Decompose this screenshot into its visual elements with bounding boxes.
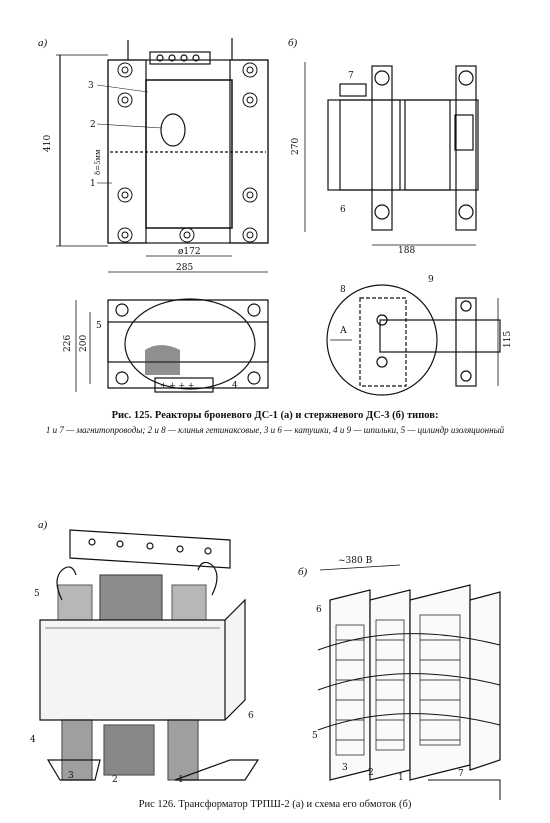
fig125-caption-title: Рис. 125. Реакторы броневого ДС-1 (а) и … xyxy=(111,410,439,421)
fig126-panel-a-label: а) xyxy=(38,519,48,531)
callout-6: 6 xyxy=(316,605,322,615)
callout-6: 6 xyxy=(248,711,254,721)
dim-diameter: ø172 xyxy=(178,247,201,257)
dim-width-285: 285 xyxy=(176,263,193,273)
fig125-panel-b-label: б) xyxy=(288,37,298,49)
callout-7: 7 xyxy=(458,769,464,779)
callout-6: 6 xyxy=(340,205,346,215)
callout-4: 4 xyxy=(30,735,36,745)
callout-1: 1 xyxy=(90,179,96,189)
fig125-caption-legend: 1 и 7 — магнитопроводы; 2 и 8 — клинья г… xyxy=(45,425,505,435)
reactor-ds1-front-view: а) 410 δ=5мм ø172 285 xyxy=(38,37,269,273)
dim-height-410: 410 xyxy=(43,135,53,152)
callout-1: 1 xyxy=(398,773,404,783)
dim-200: 200 xyxy=(79,335,89,352)
fig125-panel-a-label: а) xyxy=(38,37,48,49)
reactor-ds3-front-view: б) 270 188 7 6 xyxy=(288,37,479,256)
arrow-a-label: А xyxy=(340,326,347,336)
callout-5: 5 xyxy=(34,589,40,599)
callout-3: 3 xyxy=(342,763,348,773)
reactor-ds1-top-view: + + + + 226 200 5 4 xyxy=(63,298,269,393)
callout-3: 3 xyxy=(68,771,74,781)
voltage-label: ~380 В xyxy=(338,556,373,566)
callout-7: 7 xyxy=(348,71,354,81)
dim-115: 115 xyxy=(503,331,513,348)
callout-4: 4 xyxy=(232,381,238,391)
callout-9: 9 xyxy=(428,275,434,285)
callout-2: 2 xyxy=(90,120,96,130)
reactor-ds3-top-view: А 115 8 9 xyxy=(326,275,513,396)
fig126-panel-b-label: б) xyxy=(298,566,308,578)
dim-270: 270 xyxy=(291,138,301,155)
callout-2: 2 xyxy=(368,768,374,778)
callout-1: 1 xyxy=(178,775,184,785)
dim-188: 188 xyxy=(398,246,415,256)
callout-2: 2 xyxy=(112,775,118,785)
dim-226: 226 xyxy=(63,335,73,352)
fig126-caption: Рис 126. Трансформатор ТРПШ-2 (а) и схем… xyxy=(138,799,412,810)
svg-text:+ + + +: + + + + xyxy=(160,381,194,390)
dim-gap: δ=5мм xyxy=(94,149,102,175)
winding-scheme-drawing: б) ~380 В 6 5 3 2 1 xyxy=(298,556,501,800)
transformer-trpsh2-drawing: а) 5 4 3 2 1 6 xyxy=(30,519,260,785)
callout-5: 5 xyxy=(312,731,318,741)
callout-3: 3 xyxy=(88,81,94,91)
callout-5: 5 xyxy=(96,321,102,331)
callout-8: 8 xyxy=(340,285,346,295)
